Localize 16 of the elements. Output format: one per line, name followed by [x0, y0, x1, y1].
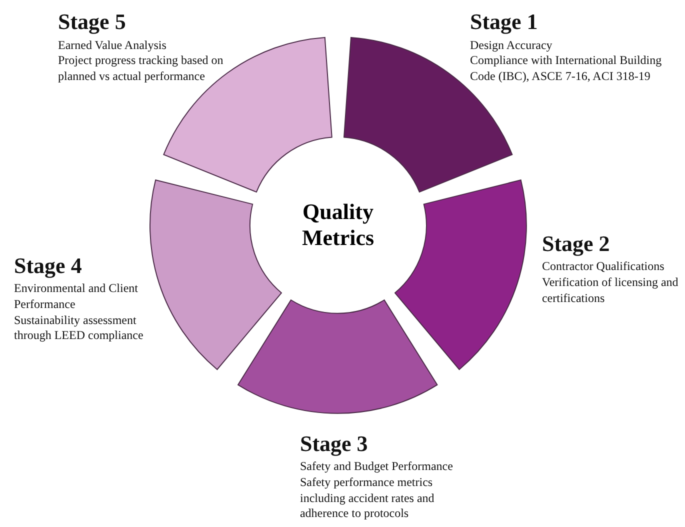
stage-heading: Stage 2 — [542, 230, 611, 258]
stage-heading: Stage 3 — [300, 430, 369, 458]
stage-description: Project progress tracking based on planned vs actual performance — [58, 53, 224, 84]
stage-title: Environmental and Client Performance — [14, 281, 139, 313]
stage-title: Safety and Budget Performance — [300, 459, 454, 476]
stage-description: Verification of licensing and certifications — [542, 275, 680, 306]
stage-description: Sustainability assessment through LEED compliance — [14, 312, 144, 344]
stage-title: Contractor Qualifications — [542, 259, 666, 276]
stage-description: Safety performance metrics including accident rates and adherence to protocols — [300, 475, 436, 522]
stage-title: Earned Value Analysis — [58, 38, 168, 54]
stage-heading: Stage 4 — [14, 252, 83, 280]
center-label: Quality Metrics — [300, 198, 376, 252]
stage-heading: Stage 1 — [470, 8, 539, 36]
stage-title: Design Accuracy — [470, 38, 554, 54]
stage-description: Compliance with International Building Code (IBC), ASCE 7-16, ACI 318-19 — [470, 53, 663, 84]
stage-heading: Stage 5 — [58, 8, 127, 36]
